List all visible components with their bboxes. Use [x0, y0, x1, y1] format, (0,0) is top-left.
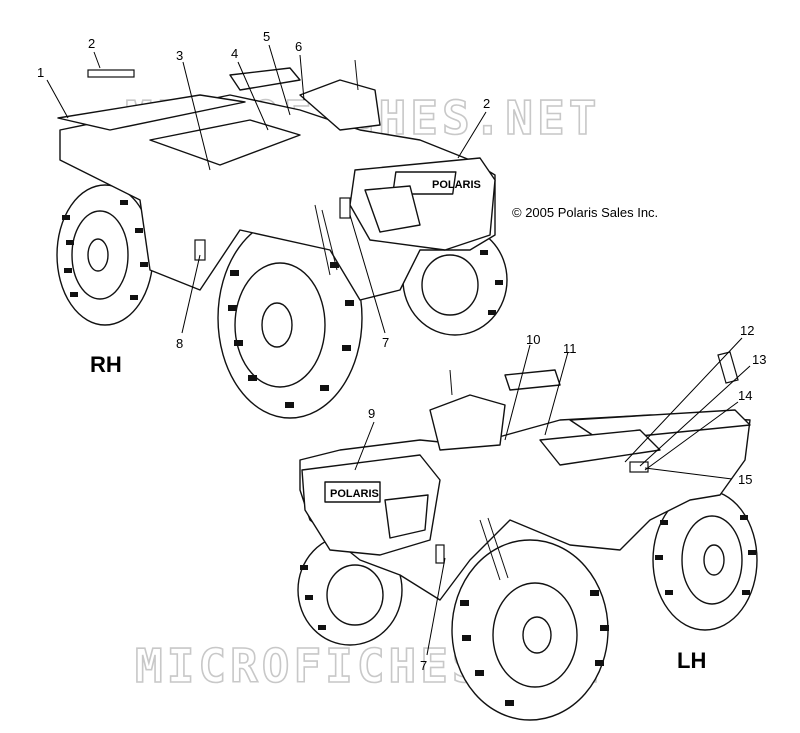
callout-2-rack: 2: [88, 36, 95, 51]
callout-4: 4: [231, 46, 238, 61]
callout-12: 12: [740, 323, 754, 338]
callout-2-hood: 2: [483, 96, 490, 111]
callout-1: 1: [37, 65, 44, 80]
callout-5: 5: [263, 29, 270, 44]
callout-10: 10: [526, 332, 540, 347]
callout-7-rh: 7: [382, 335, 389, 350]
callout-8: 8: [176, 336, 183, 351]
callout-11: 11: [563, 341, 577, 356]
lh-vehicle-illustration: POLARIS: [297, 369, 758, 721]
rh-vehicle-illustration: POLARIS: [56, 59, 508, 419]
rh-leader-lines: [46, 44, 487, 334]
callout-13: 13: [752, 352, 766, 367]
callout-14: 14: [738, 388, 752, 403]
side-label-rh: RH: [90, 352, 122, 377]
callout-9: 9: [368, 406, 375, 421]
callout-7-lh: 7: [420, 658, 427, 673]
rh-grille-logo: POLARIS: [432, 179, 481, 191]
callout-3: 3: [176, 48, 183, 63]
callout-15: 15: [738, 472, 752, 487]
copyright-notice: © 2005 Polaris Sales Inc.: [512, 205, 658, 220]
decal-12-13-sample: [717, 351, 739, 384]
decal-2-sample: [87, 69, 135, 78]
lh-grille-logo: POLARIS: [330, 488, 379, 500]
side-label-lh: LH: [677, 648, 706, 673]
lh-leader-lines: [354, 337, 751, 656]
callout-6: 6: [295, 39, 302, 54]
